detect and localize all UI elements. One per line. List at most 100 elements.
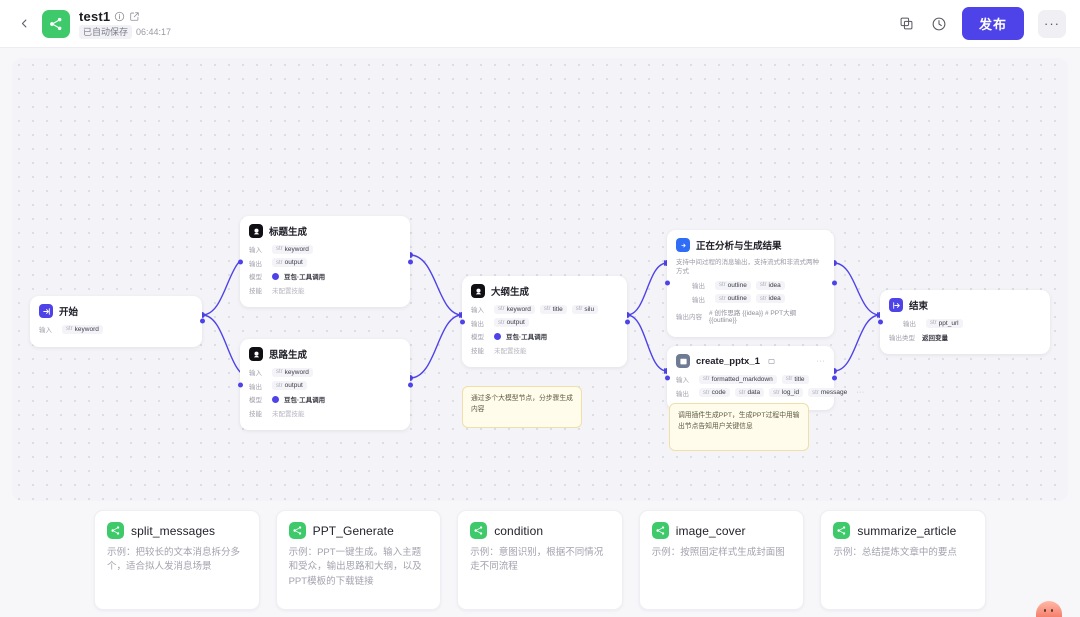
back-icon[interactable]	[14, 14, 34, 34]
info-circle-icon[interactable]	[114, 11, 125, 22]
var-type: str	[738, 389, 746, 396]
template-card[interactable]: split_messages 示例：把较长的文本消息拆分多个，适合拟人发消息场景	[94, 510, 260, 610]
node-output-port[interactable]	[831, 280, 837, 286]
var-name: message	[820, 389, 848, 396]
node-subtitle: 支持中间过程的消息输出，支持流式和非流式两种方式	[676, 259, 819, 276]
var-type: str	[498, 319, 505, 326]
workflow-icon	[470, 522, 488, 539]
template-card[interactable]: PPT_Generate 示例：PPT一键生成。输入主题和受众，输出思路和大纲，…	[275, 510, 442, 610]
node-output-port[interactable]	[407, 259, 413, 264]
var-name: idea	[768, 281, 781, 289]
node-output-port[interactable]	[407, 382, 413, 387]
var-type: str	[773, 389, 780, 396]
edit-square-icon[interactable]	[129, 11, 140, 22]
skill-value: 未配置技能	[494, 347, 527, 355]
node-title: 结束	[909, 301, 929, 312]
row-label-output-type: 输出类型	[889, 334, 915, 342]
sticky-note-1[interactable]: 通过多个大模型节点，分步骤生成内容	[462, 386, 582, 428]
node-input-port[interactable]	[664, 280, 670, 286]
node-input-port[interactable]	[877, 319, 883, 325]
node-input-port[interactable]	[237, 259, 243, 264]
node-header: 结束	[889, 298, 1041, 312]
node-header: 开始	[39, 304, 193, 318]
node-model-row: 模型 豆包·工具调用	[471, 331, 618, 341]
node-title: 标题生成	[269, 227, 308, 238]
row-label-output: 输出	[471, 320, 484, 328]
var-type: str	[719, 282, 726, 289]
card-header: image_cover	[651, 522, 792, 539]
var-type: str	[543, 306, 551, 312]
node-header: 思路生成	[249, 347, 401, 361]
sticky-note-text: 通过多个大模型节点，分步骤生成内容	[471, 395, 573, 413]
model-dot-icon	[272, 272, 279, 280]
model-dot-icon	[494, 332, 501, 340]
var-type: str	[276, 246, 283, 252]
node-input-port[interactable]	[237, 382, 243, 387]
node-analyzing-output[interactable]: 正在分析与生成结果 支持中间过程的消息输出，支持流式和非流式两种方式 输出 st…	[664, 230, 837, 337]
output-type-value: 返回变量	[922, 334, 948, 342]
template-card[interactable]: image_cover 示例：按照固定样式生成封面图	[638, 510, 805, 610]
publish-button[interactable]: 发布	[961, 7, 1024, 40]
var-name: idea	[768, 295, 781, 303]
template-card[interactable]: summarize_article 示例：总结提炼文章中的要点	[820, 510, 986, 610]
workflow-share-icon	[42, 9, 70, 38]
card-description: 示例：按照固定样式生成封面图	[651, 547, 785, 558]
var-name: silu	[584, 305, 595, 313]
history-clock-icon[interactable]	[930, 15, 948, 33]
var-type: str	[759, 295, 767, 302]
row-label-output: 输出	[903, 321, 916, 328]
card-description: 示例：意图识别，根据不同情况走不同流程	[470, 547, 604, 573]
var-name: keyword	[506, 305, 531, 313]
node-menu-button[interactable]: ···	[816, 357, 825, 365]
node-title: 开始	[59, 307, 79, 318]
template-card[interactable]: condition 示例：意图识别，根据不同情况走不同流程	[457, 510, 623, 610]
mascot-icon[interactable]	[1036, 601, 1062, 617]
row-label-output: 输出	[676, 390, 689, 398]
header-actions: 发布 ···	[898, 7, 1066, 40]
node-input-port[interactable]	[664, 375, 670, 381]
node-output-port[interactable]	[199, 318, 205, 324]
model-name: 豆包·工具调用	[284, 274, 326, 281]
sticky-note-text: 调用插件生成PPT，生成PPT过程中用输出节点告知用户关键信息	[678, 412, 800, 430]
sticky-note-2[interactable]: 调用插件生成PPT，生成PPT过程中用输出节点告知用户关键信息	[669, 403, 809, 451]
template-card-row: split_messages 示例：把较长的文本消息拆分多个，适合拟人发消息场景…	[12, 510, 1068, 610]
card-title: image_cover	[675, 523, 746, 538]
card-title: PPT_Generate	[312, 523, 394, 538]
var-name: output	[506, 319, 525, 326]
duplicate-icon[interactable]	[898, 15, 916, 33]
var-type: str	[930, 320, 937, 326]
var-type: str	[785, 376, 793, 382]
node-input-port[interactable]	[459, 319, 465, 324]
llm-node-icon	[249, 224, 263, 238]
var-type: str	[703, 389, 710, 396]
row-label-input: 输入	[39, 327, 52, 334]
var-name: outline	[727, 281, 747, 289]
node-output-port[interactable]	[624, 319, 630, 324]
node-output-port[interactable]	[831, 375, 837, 381]
node-header: create_pptx_1 ···	[676, 354, 825, 368]
output-overflow-button[interactable]: ···	[856, 389, 865, 396]
node-skill-row: 技能 未配置技能	[249, 285, 401, 295]
title-block: test1 已自动保存 06:44:17	[79, 9, 171, 39]
more-options-button[interactable]: ···	[1038, 9, 1066, 38]
